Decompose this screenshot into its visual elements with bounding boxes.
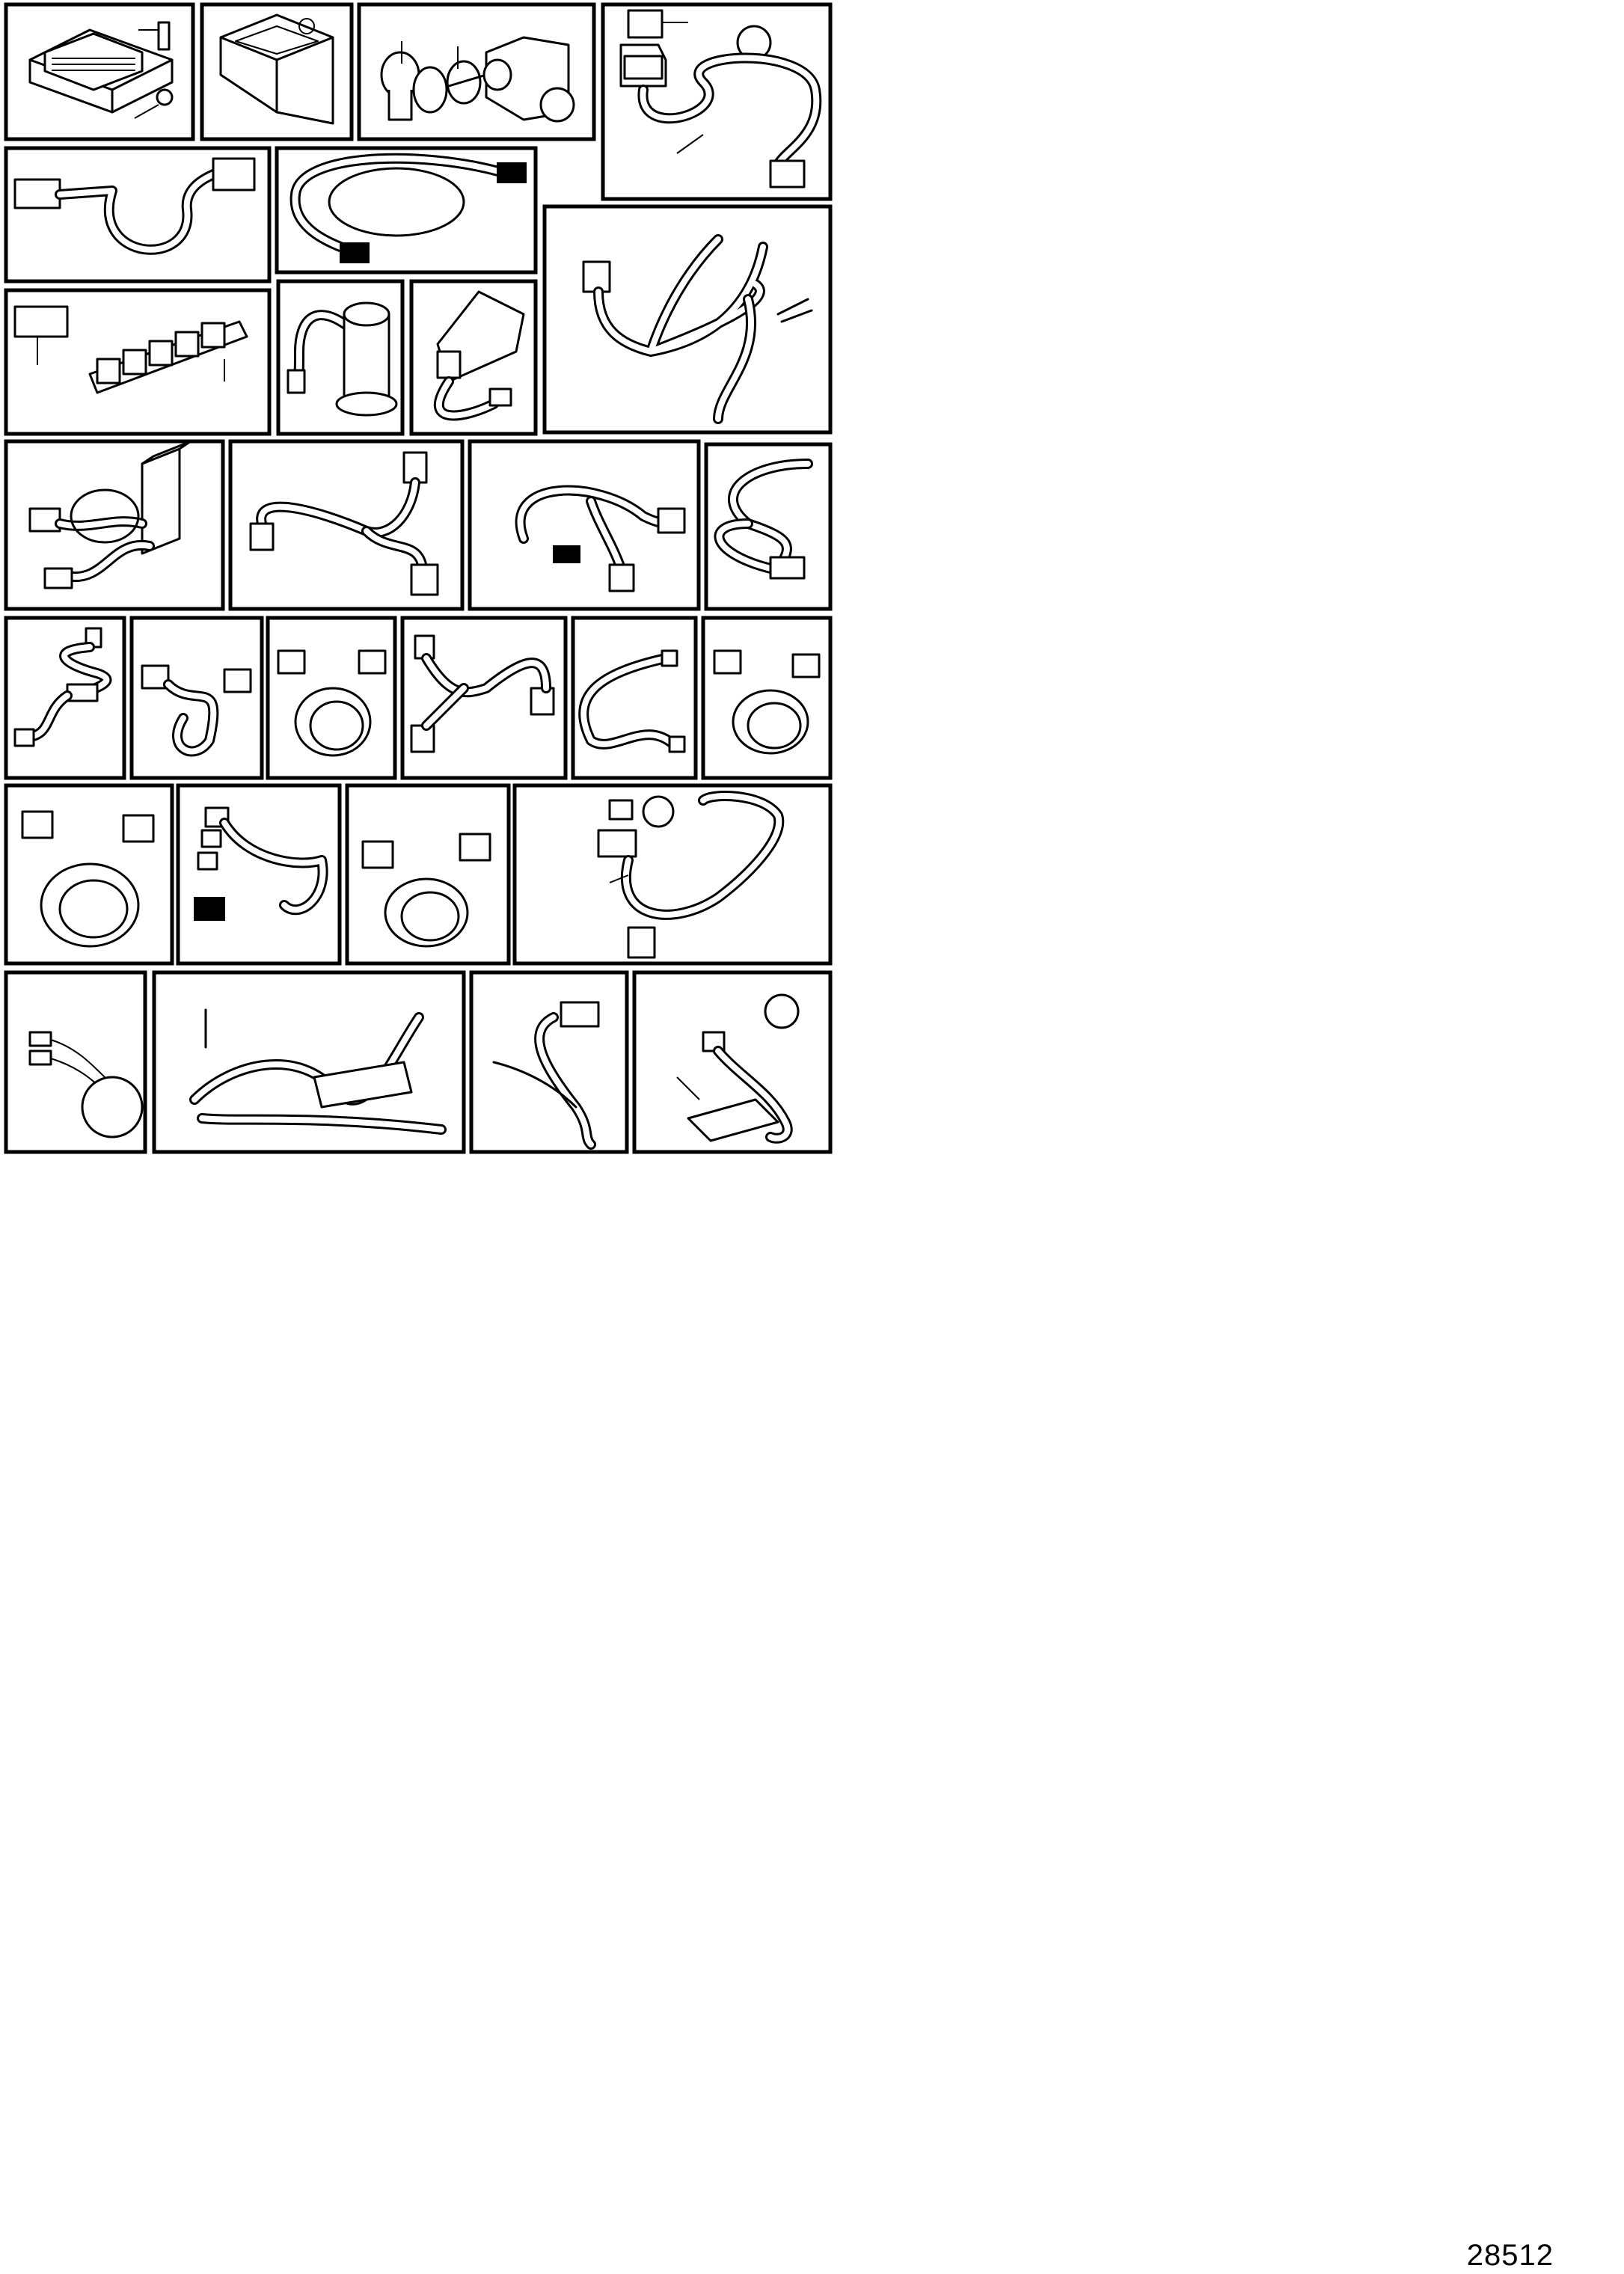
panel-interface-module [4, 439, 225, 611]
panel-mounting-bracket [200, 2, 354, 141]
panel-multi-lead-harness [542, 204, 833, 435]
panel-relay-harness [601, 2, 833, 201]
panel-connector-lead [469, 970, 629, 1154]
panel-module-lead [632, 970, 833, 1154]
panel-ignition-switch-kit [357, 2, 596, 141]
panel-relay-harness-b [512, 783, 833, 966]
panel-coiled-harness-a [129, 616, 264, 780]
panel-ecu-bracket [4, 2, 195, 141]
panel-fused-lead [4, 616, 126, 780]
panel-coiled-harness-b [266, 616, 397, 780]
panel-short-lead [571, 616, 698, 780]
panel-thru-hull-sensor [276, 279, 405, 436]
panel-y-split-harness-c [400, 616, 568, 780]
panel-y-split-harness-b [468, 439, 701, 611]
panel-transom-sensor [409, 279, 538, 436]
panel-y-split-harness-a [228, 439, 465, 611]
panel-buzzer [4, 970, 147, 1154]
panel-extension-harness-b [275, 146, 538, 275]
panel-coiled-harness-d [4, 783, 174, 966]
panel-multi-connector-harness [176, 783, 342, 966]
panel-extension-harness-a [4, 146, 272, 284]
panel-coiled-harness-e [345, 783, 511, 966]
panel-coiled-harness-c [701, 616, 833, 780]
panel-power-lead [704, 442, 833, 611]
figure-number: 28512 [1466, 2239, 1554, 2272]
panel-connector-block [4, 288, 272, 436]
panel-control-module-harness [152, 970, 466, 1154]
